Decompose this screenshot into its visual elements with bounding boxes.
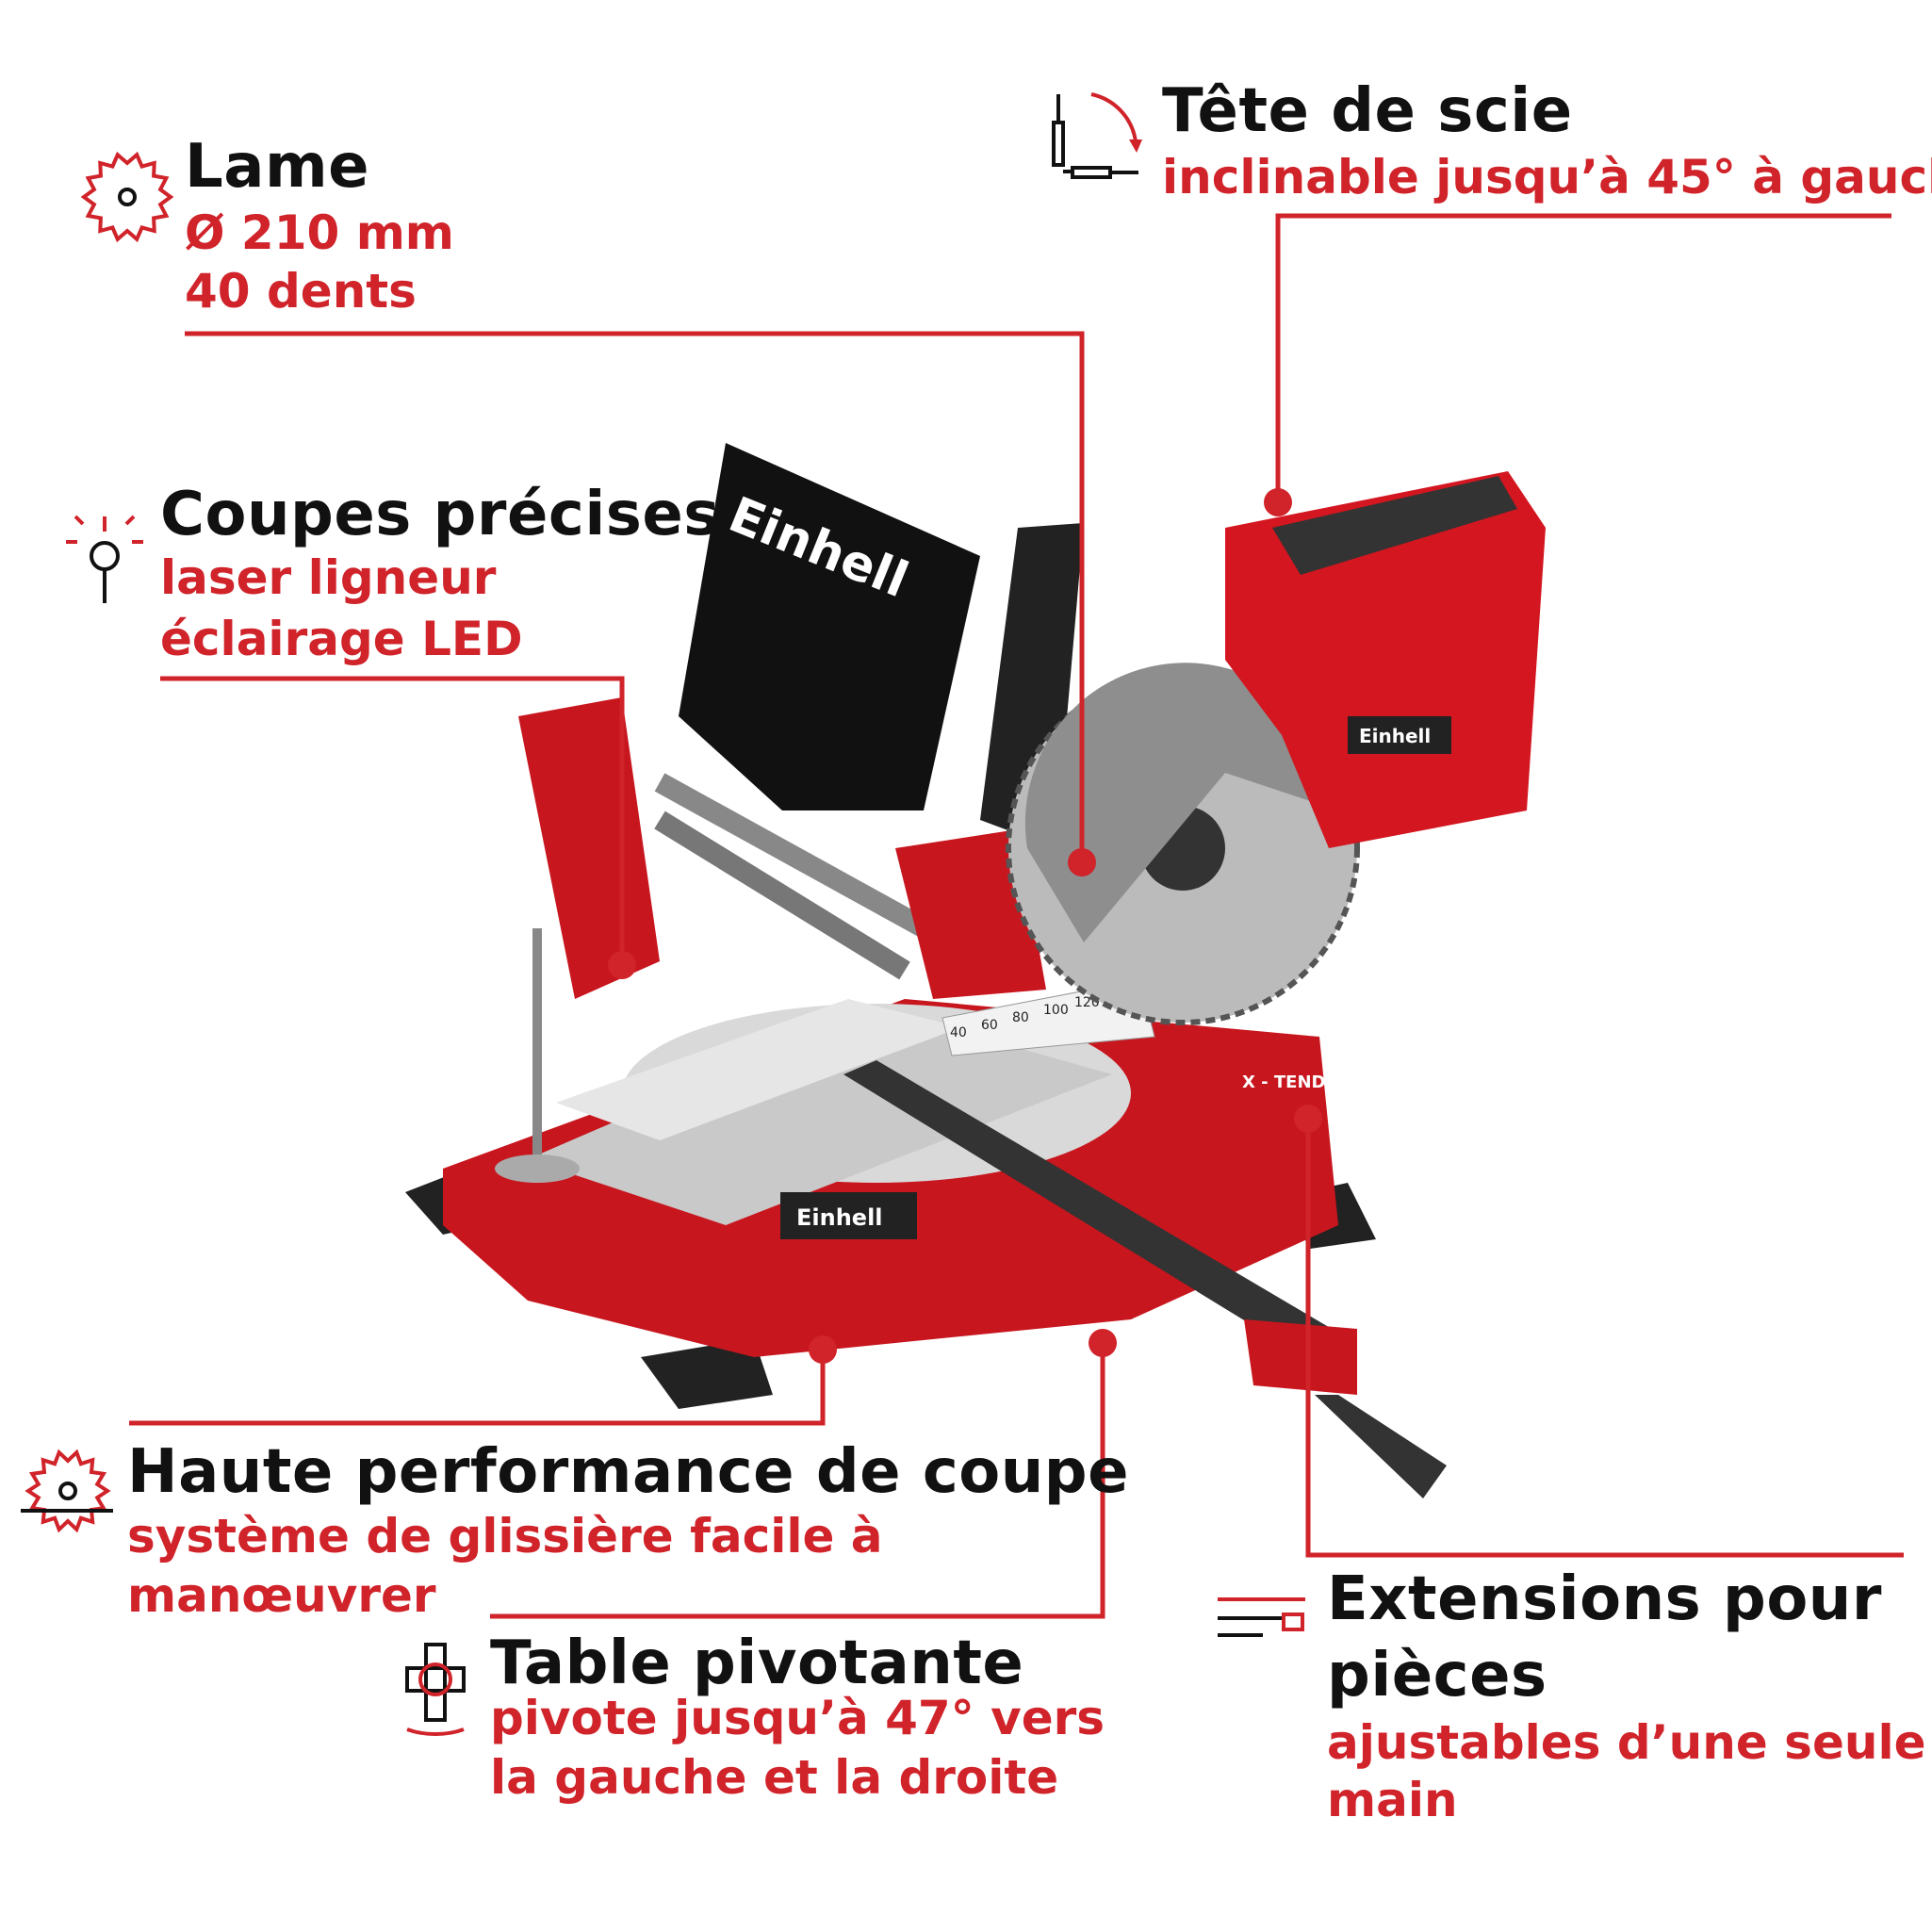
precision-leader-line xyxy=(160,676,625,965)
table-plate xyxy=(528,1008,1112,1225)
clamp-rod xyxy=(532,928,542,1164)
precision-title: Coupes précises xyxy=(160,480,720,549)
precision-line-1: laser ligneur xyxy=(160,550,497,605)
clamp-foot xyxy=(495,1154,580,1183)
head-leader-line xyxy=(1275,213,1891,502)
performance-leader-line xyxy=(129,1350,826,1426)
extension-handle xyxy=(1315,1395,1447,1498)
performance-line-1: système de glissière facile à xyxy=(127,1509,883,1564)
table-title: Table pivotante xyxy=(490,1629,1024,1698)
base-foot xyxy=(641,1338,773,1409)
bevel-tilt-icon xyxy=(1052,92,1142,179)
fence-scale-tick: 60 xyxy=(981,1018,998,1033)
motor-handle xyxy=(1272,476,1517,575)
slide-rail xyxy=(654,773,939,942)
fence-scale-tick: 80 xyxy=(1012,1010,1029,1025)
fence-scale-tick: 40 xyxy=(950,1025,967,1040)
precision-line-2: éclairage LED xyxy=(160,612,523,666)
x-tend-label: X - TEND xyxy=(1242,1072,1325,1092)
table-line-1: pivote jusqu’à 47° vers xyxy=(490,1691,1105,1745)
base-brand-logo: Einhell xyxy=(796,1204,883,1231)
extensions-line-2: main xyxy=(1327,1773,1458,1827)
blade-title: Lame xyxy=(185,132,370,202)
performance-marker-dot xyxy=(809,1335,837,1364)
blade-leader-line xyxy=(185,331,1085,862)
table-leader-line xyxy=(490,1343,1105,1619)
saw-blade-slide-icon xyxy=(21,1449,113,1533)
performance-title: Haute performance de coupe xyxy=(127,1437,1129,1507)
extensions-line-1: ajustables d’une seule xyxy=(1327,1715,1926,1770)
blade-marker-dot xyxy=(1068,848,1096,876)
head-marker-dot xyxy=(1264,488,1292,516)
base-logo-plate xyxy=(780,1192,917,1239)
performance-line-2: manœuvrer xyxy=(127,1568,436,1623)
laser-light-icon xyxy=(66,515,143,603)
rotating-table-icon xyxy=(405,1643,466,1736)
fence-scale-tick: 100 xyxy=(1043,1003,1069,1018)
head-line-1: inclinable jusqu’à 45° à gauche xyxy=(1162,150,1932,205)
motor-logo-plate xyxy=(1348,716,1451,754)
head-carriage xyxy=(895,829,1046,999)
extensions-title-2: pièces xyxy=(1327,1641,1547,1711)
extensions-leader-line xyxy=(1305,1119,1904,1558)
blade-line-1: Ø 210 mm xyxy=(185,205,454,260)
blade-line-2: 40 dents xyxy=(185,264,417,319)
fence xyxy=(556,999,961,1140)
extensions-marker-dot xyxy=(1294,1105,1322,1133)
table-marker-dot xyxy=(1089,1329,1117,1357)
blade-guard xyxy=(1024,663,1338,942)
table-line-2: la gauche et la droite xyxy=(490,1750,1059,1805)
motor-brand-logo: Einhell xyxy=(1359,725,1431,747)
extension-arms-icon xyxy=(1218,1597,1305,1637)
head-title: Tête de scie xyxy=(1162,76,1573,146)
dust-bag xyxy=(679,443,980,810)
extension-rail xyxy=(843,1060,1348,1367)
extensions-title-1: Extensions pour xyxy=(1327,1564,1882,1634)
precision-marker-dot xyxy=(608,951,636,979)
extension-end xyxy=(1244,1319,1357,1395)
saw-blade-icon xyxy=(80,151,174,243)
slide-rail xyxy=(654,810,910,980)
